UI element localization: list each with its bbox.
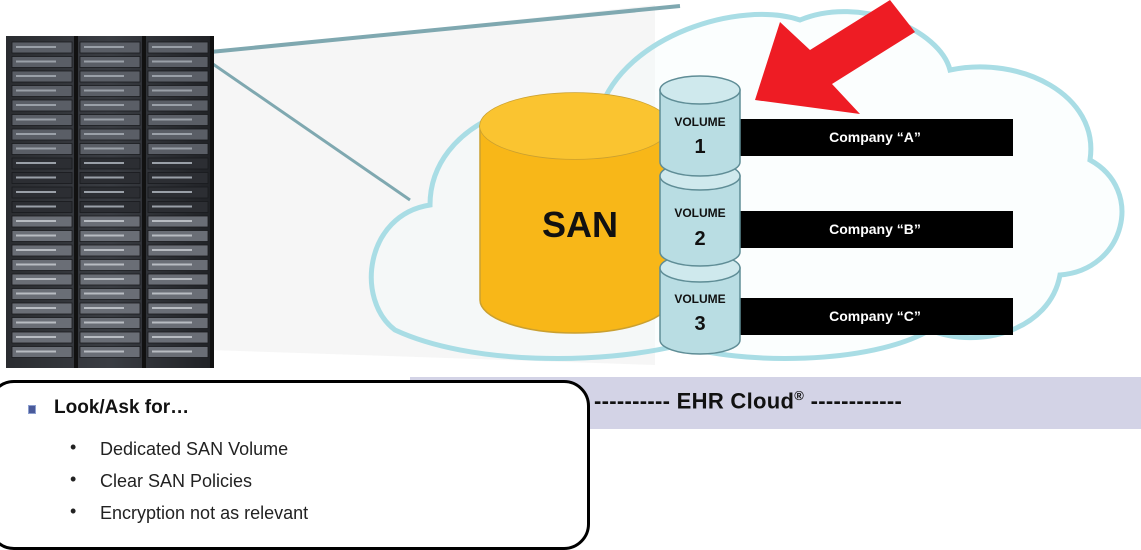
company-bar-a xyxy=(700,119,1013,156)
bullet-icon: • xyxy=(70,469,77,489)
volume-3-number: 3 xyxy=(694,313,705,335)
server-rack-image xyxy=(6,36,214,368)
list-item: • Dedicated SAN Volume xyxy=(70,437,308,470)
bullet-icon: • xyxy=(70,437,77,457)
volume-2-cylinder: VOLUME 2 xyxy=(659,161,741,267)
callout-item-3: Encryption not as relevant xyxy=(100,503,309,523)
volume-2-number: 2 xyxy=(694,228,705,250)
callout-list: • Dedicated SAN Volume • Clear SAN Policie… xyxy=(70,437,309,534)
square-bullet-icon xyxy=(28,405,36,414)
callout-heading-text: Look/Ask for… xyxy=(54,397,190,418)
volume-3-cylinder: VOLUME 3 xyxy=(659,253,741,355)
volume-1-number: 1 xyxy=(694,136,705,158)
cloud-banner-label: ---------- EHR Cloud xyxy=(594,388,795,414)
volume-2-label: VOLUME xyxy=(674,206,725,220)
volume-1-cylinder: VOLUME 1 xyxy=(659,75,741,177)
company-bars: Company “A” Company “B” Company “C” xyxy=(700,119,1013,335)
company-label-c: Company “C” xyxy=(829,308,921,324)
volume-1-label: VOLUME xyxy=(674,115,725,129)
company-bar-b xyxy=(700,211,1013,248)
san-cylinder: SAN xyxy=(479,92,671,334)
cloud-banner-tail: ------------ xyxy=(804,388,903,414)
volume-3-label: VOLUME xyxy=(674,292,725,306)
list-item: • Encryption not as relevant xyxy=(70,501,309,534)
cloud-banner-text: ---------- EHR Cloud® ------------ xyxy=(594,388,902,414)
company-label-b: Company “B” xyxy=(829,221,921,237)
rack-units xyxy=(11,36,214,368)
san-label: SAN xyxy=(542,204,618,245)
bullet-icon: • xyxy=(70,501,77,521)
company-label-a: Company “A” xyxy=(829,129,921,145)
red-arrow-icon xyxy=(755,0,915,114)
list-item: • Clear SAN Policies xyxy=(70,469,308,502)
company-bar-c xyxy=(700,298,1013,335)
callout-item-2: Clear SAN Policies xyxy=(100,471,253,491)
callout-item-1: Dedicated SAN Volume xyxy=(100,439,289,459)
registered-mark: ® xyxy=(794,388,805,403)
